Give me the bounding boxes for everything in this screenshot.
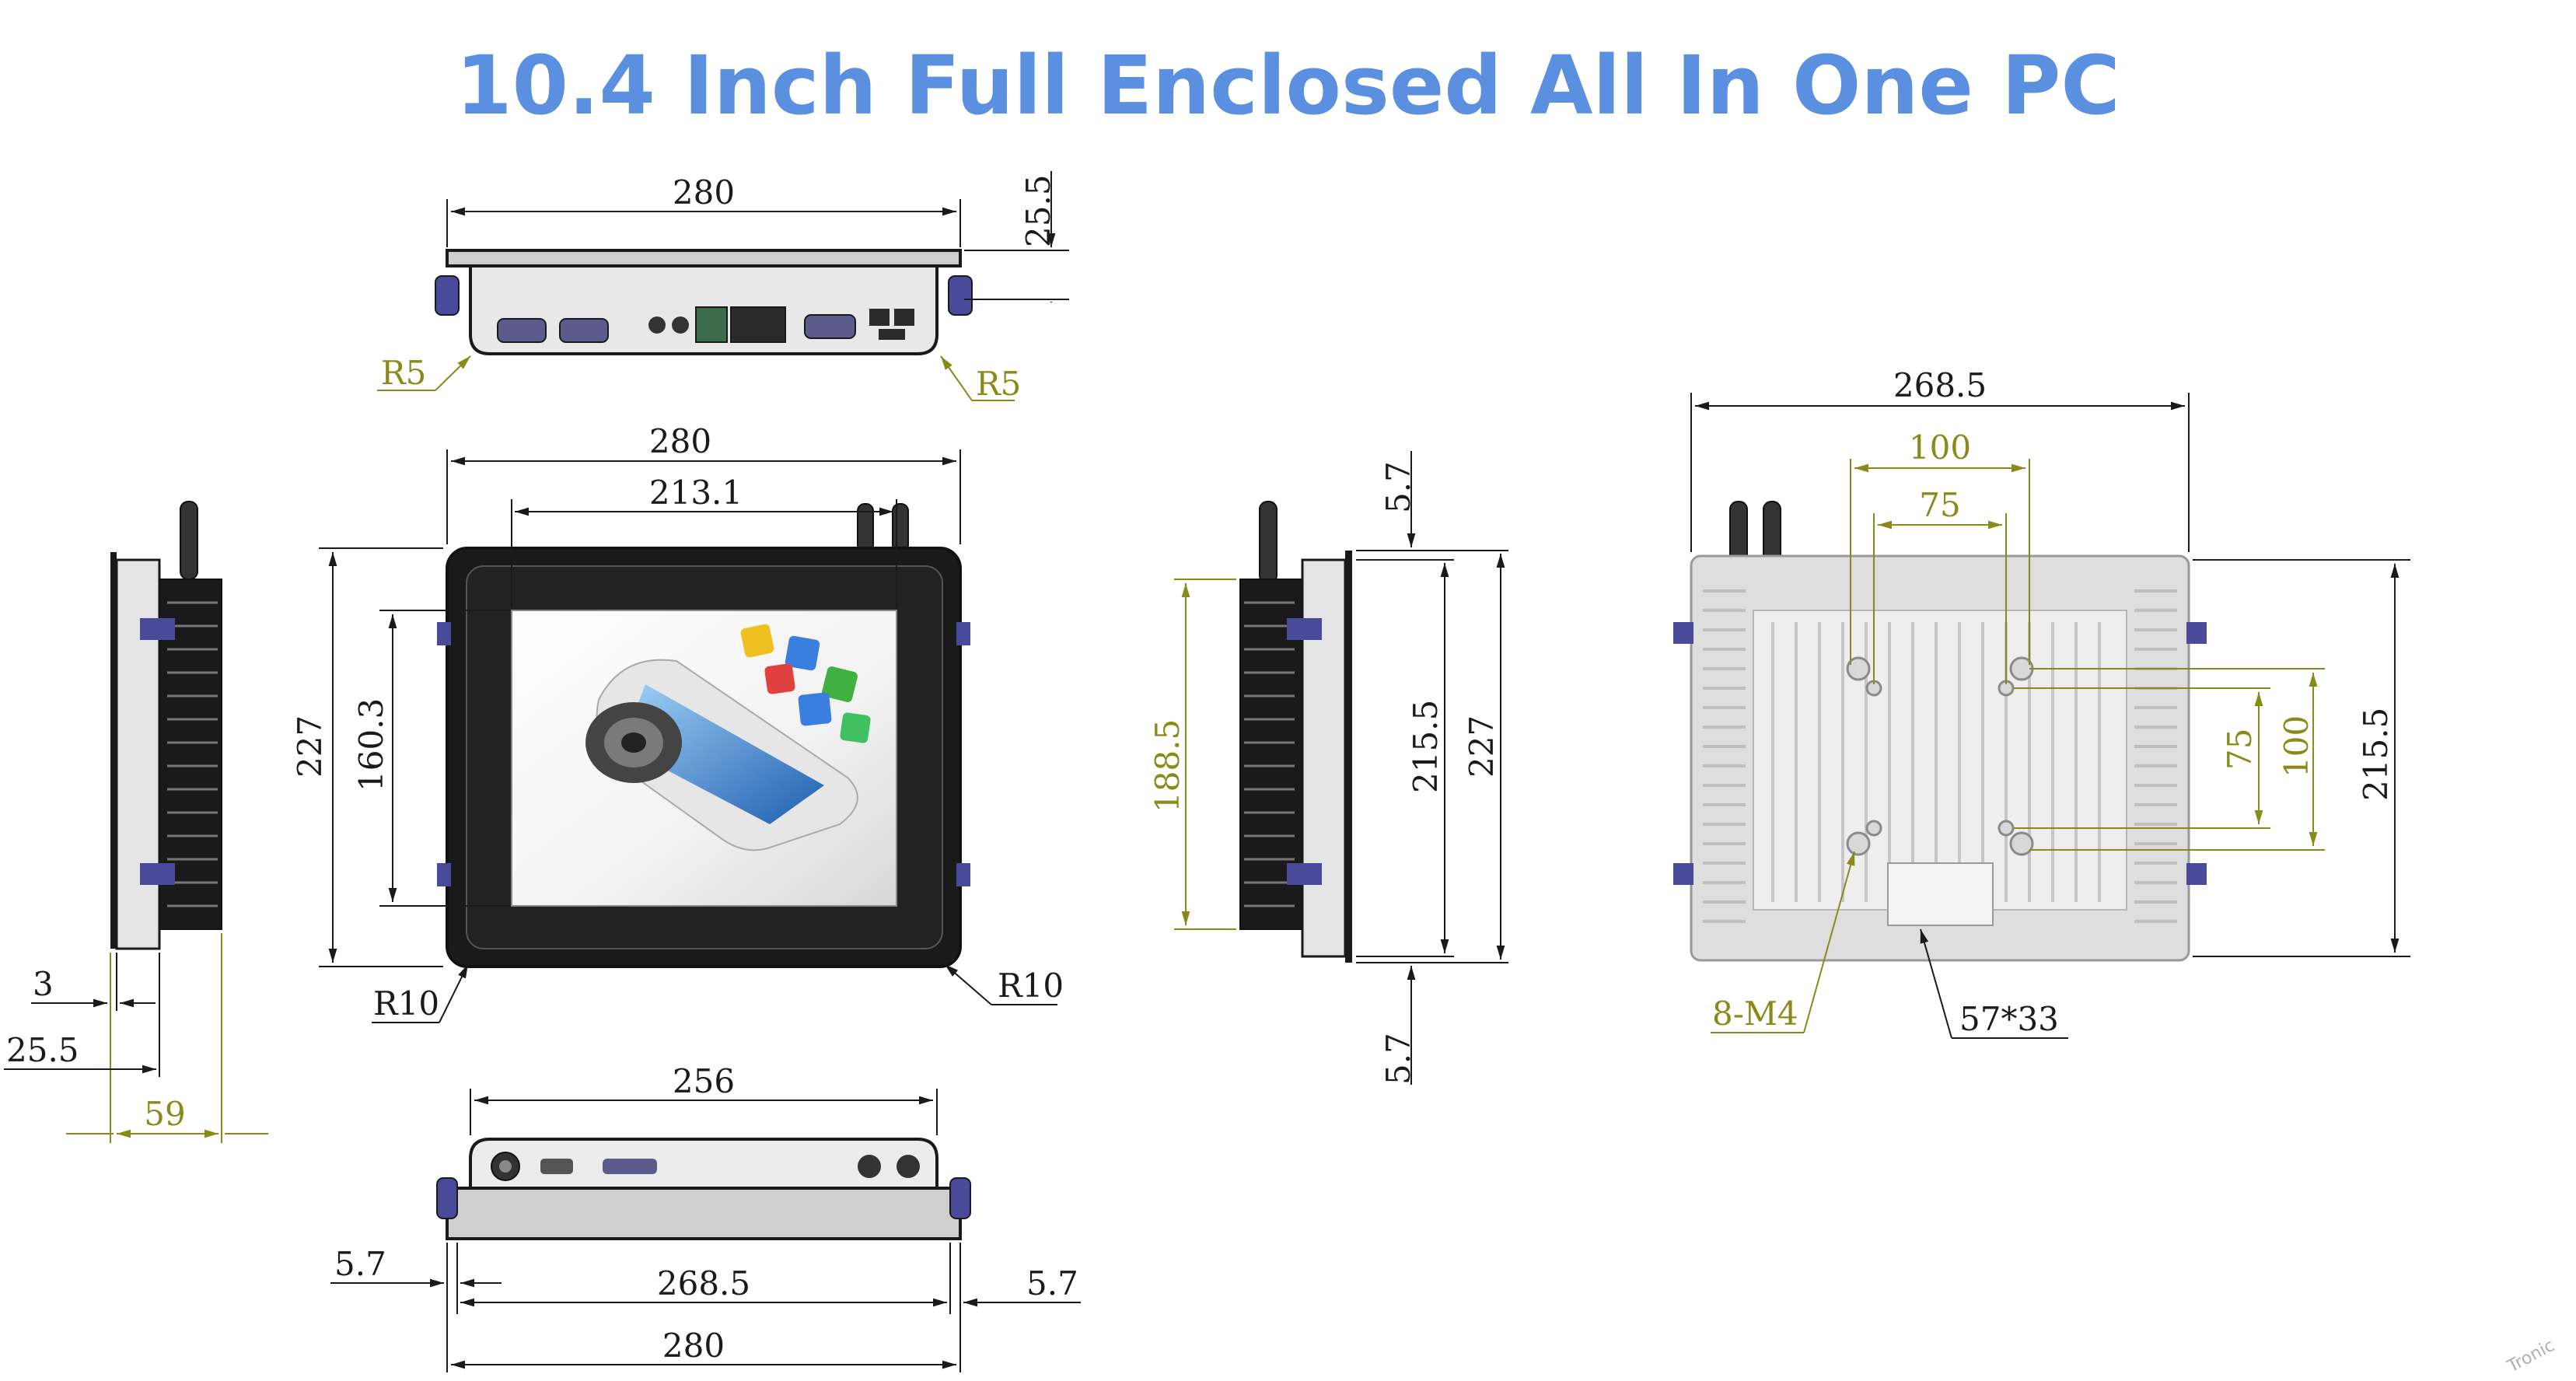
right-height-label: 227 (1463, 715, 1501, 778)
right-bottom-offset-label: 5.7 (1379, 1033, 1417, 1085)
front-width-label: 280 (649, 422, 711, 460)
left-side-view: 3 25.5 59 (4, 501, 268, 1143)
top-width-label: 280 (673, 173, 735, 212)
right-inner-height-label: 215.5 (1407, 700, 1445, 793)
rear-vesa-v-inner-label: 75 (2221, 729, 2259, 770)
top-depth-label: 25.5 (1019, 174, 1057, 247)
top-r5-left: R5 (381, 354, 426, 392)
bottom-right-offset-label: 5.7 (1026, 1264, 1078, 1302)
rear-screws-label: 8-M4 (1712, 995, 1798, 1033)
bottom-top-width-label: 256 (673, 1062, 735, 1100)
left-total-depth-label: 59 (144, 1095, 185, 1133)
right-top-offset-label: 5.7 (1379, 461, 1417, 513)
left-bezel-label: 3 (33, 965, 54, 1003)
front-height-label: 227 (291, 715, 329, 778)
rear-label-area-label: 57*33 (1959, 1000, 2059, 1038)
front-view: 280 213.1 227 160.3 R10 R10 (291, 422, 1064, 1023)
front-screen-width-label: 213.1 (649, 474, 743, 512)
screen-graphic (585, 624, 871, 851)
right-olive-height-label: 188.5 (1148, 719, 1187, 813)
front-r10-left: R10 (373, 984, 439, 1023)
right-side-view: 188.5 215.5 227 5.7 5.7 (1148, 451, 1508, 1085)
left-depth-label: 25.5 (6, 1031, 79, 1069)
front-screen-height-label: 160.3 (352, 698, 390, 792)
top-r5-right: R5 (976, 365, 1021, 403)
rear-width-label: 268.5 (1893, 366, 1987, 404)
rear-vesa-outer-label: 100 (1909, 428, 1971, 467)
rear-view: 268.5 100 75 100 75 215.5 8-M4 57*33 (1673, 366, 2410, 1039)
bottom-outer-width-label: 280 (662, 1327, 725, 1365)
top-view: 280 25.5 R5 R5 (377, 171, 1069, 403)
watermark: Tronic (2504, 1336, 2557, 1377)
rear-vesa-v-outer-label: 100 (2277, 715, 2316, 778)
rear-vesa-inner-label: 75 (1919, 486, 1960, 524)
bottom-left-offset-label: 5.7 (334, 1245, 386, 1283)
front-r10-right: R10 (998, 967, 1064, 1005)
page-title: 10.4 Inch Full Enclosed All In One PC (456, 38, 2120, 133)
bottom-view: 256 268.5 5.7 5.7 280 (330, 1062, 1081, 1372)
bottom-inner-width-label: 268.5 (657, 1264, 750, 1302)
rear-height-label: 215.5 (2357, 708, 2395, 801)
